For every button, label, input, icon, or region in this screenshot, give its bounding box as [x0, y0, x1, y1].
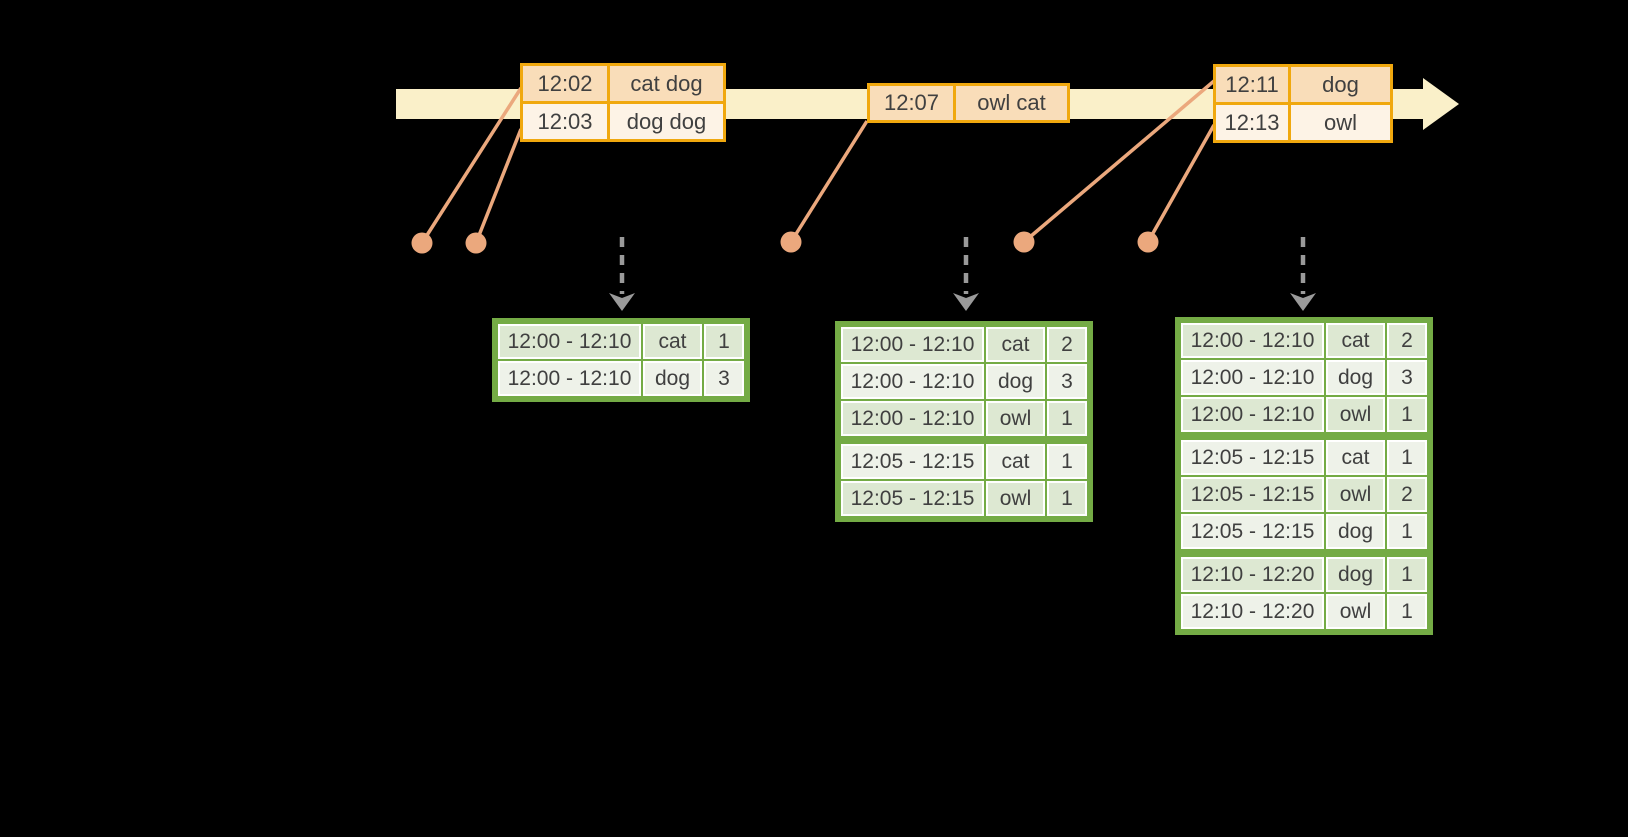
result-count: 1 [1047, 444, 1087, 479]
result-row: 12:10 - 12:20 owl 1 [1181, 594, 1427, 629]
event-row: 12:11 dog [1216, 67, 1390, 102]
result-window: 12:10 - 12:20 [1181, 557, 1324, 592]
result-count: 1 [1387, 557, 1427, 592]
event-row: 12:02 cat dog [523, 66, 723, 101]
event-words: dog [1291, 67, 1390, 102]
result-row: 12:00 - 12:10 cat 2 [841, 327, 1087, 362]
result-row: 12:10 - 12:20 dog 1 [1181, 557, 1427, 592]
result-count: 1 [1387, 440, 1427, 475]
event-dot-icon [780, 231, 802, 253]
event-words: cat dog [610, 66, 723, 101]
result-word: dog [643, 361, 702, 396]
result-window: 12:05 - 12:15 [841, 444, 984, 479]
result-window: 12:10 - 12:20 [1181, 594, 1324, 629]
result-word: cat [986, 327, 1045, 362]
event-time: 12:13 [1216, 105, 1288, 140]
result-window: 12:05 - 12:15 [1181, 440, 1324, 475]
result-word: owl [1326, 477, 1385, 512]
event-words: owl [1291, 105, 1390, 140]
result-count: 1 [1047, 401, 1087, 436]
result-window: 12:00 - 12:10 [1181, 397, 1324, 432]
result-count: 3 [1387, 360, 1427, 395]
event-words: dog dog [610, 104, 723, 139]
result-row: 12:00 - 12:10 owl 1 [841, 401, 1087, 436]
event-row: 12:07 owl cat [870, 86, 1067, 120]
result-row: 12:00 - 12:10 dog 3 [1181, 360, 1427, 395]
result-row: 12:00 - 12:10 owl 1 [1181, 397, 1427, 432]
result-word: cat [643, 324, 702, 359]
result-count: 1 [1387, 514, 1427, 549]
result-word: dog [1326, 360, 1385, 395]
result-word: owl [1326, 594, 1385, 629]
trigger-arrows [619, 237, 1306, 294]
result-count: 3 [704, 361, 744, 396]
result-row: 12:05 - 12:15 cat 1 [841, 444, 1087, 479]
event-dot-icon [411, 232, 433, 254]
event-row: 12:03 dog dog [523, 104, 723, 139]
result-count: 3 [1047, 364, 1087, 399]
result-table-1: 12:00 - 12:10 cat 1 12:00 - 12:10 dog 3 [492, 318, 750, 402]
window-group-separator [1181, 551, 1427, 555]
result-word: dog [1326, 557, 1385, 592]
down-arrowhead-icon [1290, 293, 1316, 311]
event-table-1: 12:02 cat dog 12:03 dog dog [520, 63, 726, 142]
result-count: 1 [1387, 397, 1427, 432]
result-row: 12:05 - 12:15 owl 1 [841, 481, 1087, 516]
result-word: dog [1326, 514, 1385, 549]
result-count: 1 [1047, 481, 1087, 516]
down-arrowhead-icon [953, 293, 979, 311]
result-row: 12:05 - 12:15 dog 1 [1181, 514, 1427, 549]
result-row: 12:00 - 12:10 dog 3 [498, 361, 744, 396]
result-window: 12:00 - 12:10 [1181, 323, 1324, 358]
event-dots [411, 231, 1159, 254]
window-group-separator [841, 438, 1087, 442]
result-row: 12:05 - 12:15 owl 2 [1181, 477, 1427, 512]
event-row: 12:13 owl [1216, 105, 1390, 140]
result-window: 12:05 - 12:15 [1181, 477, 1324, 512]
event-dot-icon [1137, 231, 1159, 253]
event-time: 12:03 [523, 104, 607, 139]
result-word: owl [986, 481, 1045, 516]
result-count: 1 [1387, 594, 1427, 629]
result-window: 12:05 - 12:15 [841, 481, 984, 516]
window-group-separator [1181, 434, 1427, 438]
result-window: 12:00 - 12:10 [498, 361, 641, 396]
result-row: 12:00 - 12:10 dog 3 [841, 364, 1087, 399]
result-row: 12:00 - 12:10 cat 2 [1181, 323, 1427, 358]
result-word: cat [986, 444, 1045, 479]
result-window: 12:00 - 12:10 [498, 324, 641, 359]
result-count: 1 [704, 324, 744, 359]
result-count: 2 [1387, 477, 1427, 512]
result-table-2: 12:00 - 12:10 cat 2 12:00 - 12:10 dog 3 … [835, 321, 1093, 522]
result-window: 12:00 - 12:10 [841, 364, 984, 399]
result-row: 12:05 - 12:15 cat 1 [1181, 440, 1427, 475]
result-count: 2 [1387, 323, 1427, 358]
result-window: 12:00 - 12:10 [1181, 360, 1324, 395]
event-table-3: 12:11 dog 12:13 owl [1213, 64, 1393, 143]
timeline-arrowhead-icon [1423, 78, 1459, 130]
event-table-2: 12:07 owl cat [867, 83, 1070, 123]
result-word: owl [1326, 397, 1385, 432]
trigger-arrowheads [609, 293, 1316, 311]
result-window: 12:00 - 12:10 [841, 327, 984, 362]
event-dot-icon [465, 232, 487, 254]
result-word: dog [986, 364, 1045, 399]
event-time: 12:07 [870, 86, 953, 120]
event-dot-icon [1013, 231, 1035, 253]
event-words: owl cat [956, 86, 1067, 120]
result-row: 12:00 - 12:10 cat 1 [498, 324, 744, 359]
result-table-3: 12:00 - 12:10 cat 2 12:00 - 12:10 dog 3 … [1175, 317, 1433, 635]
result-count: 2 [1047, 327, 1087, 362]
result-window: 12:00 - 12:10 [841, 401, 984, 436]
result-word: owl [986, 401, 1045, 436]
event-time: 12:02 [523, 66, 607, 101]
event-time: 12:11 [1216, 67, 1288, 102]
down-arrowhead-icon [609, 293, 635, 311]
event-leader-lines [420, 79, 1216, 244]
result-window: 12:05 - 12:15 [1181, 514, 1324, 549]
result-word: cat [1326, 323, 1385, 358]
result-word: cat [1326, 440, 1385, 475]
